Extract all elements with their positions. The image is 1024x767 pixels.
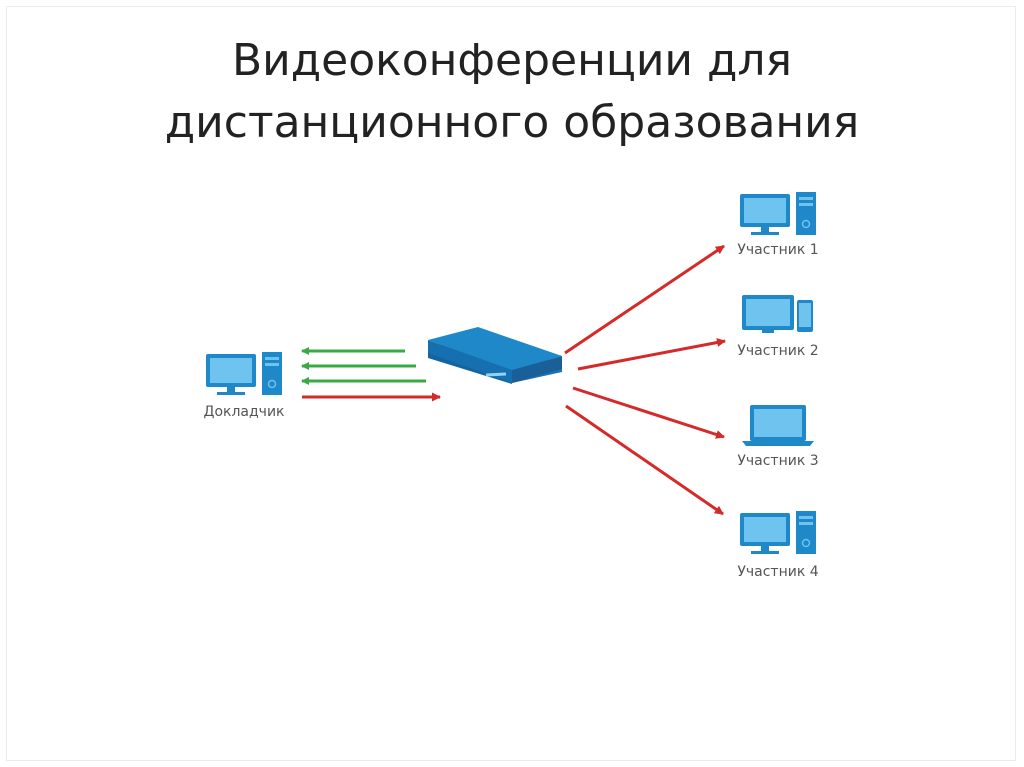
outgoing-arrows: [564, 244, 726, 516]
slide-title: Видеоконференции для дистанционного обра…: [0, 30, 1024, 154]
participant-2-monitor-tablet-icon: [742, 295, 813, 333]
participant-4-computer-icon: [740, 511, 816, 554]
server-icon: [428, 327, 562, 384]
participant-4-label: Участник 4: [737, 564, 818, 580]
participant-3-label: Участник 3: [737, 453, 818, 469]
presenter-label: Докладчик: [204, 404, 285, 420]
title-line-1: Видеоконференции для: [231, 35, 793, 86]
slide-border: [6, 6, 1016, 761]
participant-1-label: Участник 1: [737, 242, 818, 258]
participant-2-label: Участник 2: [737, 343, 818, 359]
participant-3-laptop-icon: [742, 405, 814, 446]
participant-1-computer-icon: [740, 192, 816, 235]
incoming-arrows: [301, 347, 426, 385]
title-line-2: дистанционного образования: [164, 97, 860, 148]
presenter-computer-icon: [206, 352, 282, 395]
